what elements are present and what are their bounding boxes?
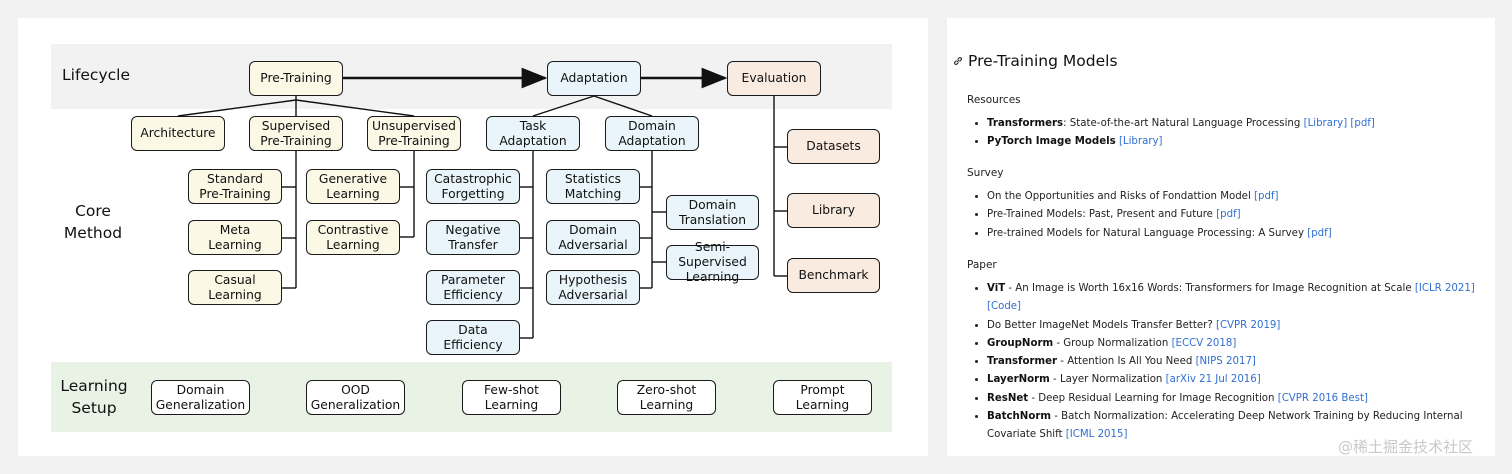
node-domain-generalization: Domain Generalization [151,380,250,415]
node-pre-training: Pre-Training [249,61,343,96]
item-name: Transformers [987,118,1064,129]
node-contrastive-learning: Contrastive Learning [306,220,400,255]
node-casual-learning: Casual Learning [188,270,282,305]
item-link[interactable]: [CVPR 2016 Best] [1277,392,1368,404]
node-negative-transfer: Negative Transfer [426,220,520,255]
doc-title-text: Pre-Training Models [968,52,1118,70]
item-link[interactable]: [CVPR 2019] [1215,319,1281,331]
resources-list: Transformers: State-of-the-art Natural L… [967,115,1507,152]
item-text: - Group Normalization [1053,337,1172,349]
node-datasets: Datasets [787,129,880,164]
list-item: On the Opportunities and Risks of Fondat… [987,188,1507,206]
node-task-adaptation: Task Adaptation [486,116,580,151]
item-link[interactable]: [ICML 2015] [1065,429,1128,441]
node-statistics-matching: Statistics Matching [546,169,640,204]
node-domain-adaptation: Domain Adaptation [605,116,699,151]
list-item: ViT - An Image is Worth 16x16 Words: Tra… [987,280,1507,317]
item-link[interactable]: [Library] [1118,136,1163,148]
list-item: GroupNorm - Group Normalization [ECCV 20… [987,335,1507,353]
document-panel [947,18,1495,456]
item-name: Transformer [987,356,1058,368]
list-item: Pre-Trained Models: Past, Present and Fu… [987,206,1507,224]
node-supervised-pre-training: Supervised Pre-Training [249,116,343,151]
paper-list: ViT - An Image is Worth 16x16 Words: Tra… [967,280,1507,445]
node-ood-generalization: OOD Generalization [306,380,405,415]
item-link[interactable]: [pdf] [1254,191,1279,202]
item-link[interactable]: [ECCV 2018] [1171,337,1237,349]
item-name: LayerNorm [987,374,1050,386]
node-few-shot-learning: Few-shot Learning [462,380,561,415]
item-text: On the Opportunities and Risks of Fondat… [987,191,1255,202]
item-text: - Deep Residual Learning for Image Recog… [1028,392,1278,404]
node-adaptation: Adaptation [547,61,641,96]
list-item: LayerNorm - Layer Normalization [arXiv 2… [987,371,1507,389]
item-name: ViT [987,283,1006,294]
list-item: Pre-trained Models for Natural Language … [987,225,1507,243]
list-item: Transformer - Attention Is All You Need … [987,353,1507,371]
node-semi-supervised-learning: Semi-Supervised Learning [666,240,759,284]
item-text: Do Better ImageNet Models Transfer Bette… [987,319,1216,331]
item-text: - Layer Normalization [1049,374,1166,386]
item-text: - Batch Normalization: Accelerating Deep… [987,411,1463,441]
item-link[interactable]: [NIPS 2017] [1195,356,1256,368]
node-generative-learning: Generative Learning [306,169,400,204]
link-icon[interactable] [953,56,963,66]
item-name: GroupNorm [987,337,1054,349]
list-item: BatchNorm - Batch Normalization: Acceler… [987,408,1507,445]
item-text: Pre-Trained Models: Past, Present and Fu… [987,209,1217,221]
item-text: Pre-trained Models for Natural Language … [987,227,1308,239]
learning-setup-label: Learning Setup [60,377,128,417]
item-text: : State-of-the-art Natural Language Proc… [1063,118,1304,129]
node-zero-shot-learning: Zero-shot Learning [617,380,716,415]
node-domain-adversarial: Domain Adversarial [546,220,640,255]
node-standard-pre-training: Standard Pre-Training [188,169,282,204]
item-link[interactable]: [pdf] [1216,209,1241,221]
item-link[interactable]: [arXiv 21 Jul 2016] [1165,374,1261,386]
node-data-efficiency: Data Efficiency [426,320,520,355]
node-prompt-learning: Prompt Learning [773,380,872,415]
node-meta-learning: Meta Learning [188,220,282,255]
survey-list: On the Opportunities and Risks of Fondat… [967,188,1507,243]
item-name: ResNet [987,392,1029,404]
item-link[interactable]: [pdf] [1307,227,1332,239]
node-catastrophic-forgetting: Catastrophic Forgetting [426,169,520,204]
item-name: BatchNorm [987,411,1051,423]
node-evaluation: Evaluation [727,61,821,96]
item-text: - An Image is Worth 16x16 Words: Transfo… [1005,283,1415,294]
node-parameter-efficiency: Parameter Efficiency [426,270,520,305]
list-item: PyTorch Image Models [Library] [987,133,1507,151]
node-domain-translation: Domain Translation [666,195,759,230]
node-architecture: Architecture [131,116,225,151]
node-hypothesis-adversarial: Hypothesis Adversarial [546,270,640,305]
section-heading-resources: Resources [967,94,1021,106]
section-heading-survey: Survey [967,167,1004,179]
doc-title: Pre-Training Models [953,52,1118,70]
item-link[interactable]: [Library] [pdf] [1303,118,1375,129]
lifecycle-label: Lifecycle [62,66,130,84]
item-link[interactable]: [ICLR 2021] [Code] [987,283,1475,313]
section-heading-paper: Paper [967,259,997,271]
item-text: - Attention Is All You Need [1057,356,1196,368]
list-item: Do Better ImageNet Models Transfer Bette… [987,317,1507,335]
core-method-label: Core Method [63,202,123,242]
node-unsupervised-pre-training: Unsupervised Pre-Training [367,116,461,151]
list-item: ResNet - Deep Residual Learning for Imag… [987,390,1507,408]
node-benchmark: Benchmark [787,258,880,293]
list-item: Transformers: State-of-the-art Natural L… [987,115,1507,133]
watermark: @稀土掘金技术社区 [1338,438,1474,456]
node-library: Library [787,193,880,228]
item-name: PyTorch Image Models [987,136,1116,148]
